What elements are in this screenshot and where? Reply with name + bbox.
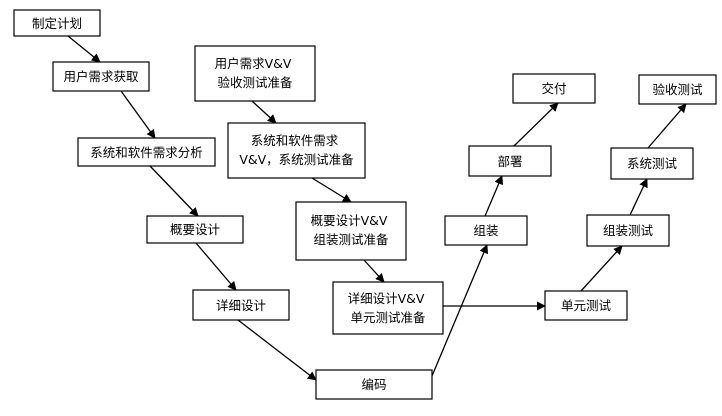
arrow-analysis-to-prelim bbox=[149, 165, 199, 217]
node-preliminary-design-vv: 概要设计V&V 组装测试准备 bbox=[295, 201, 407, 261]
node-detailed-design-vv: 详细设计V&V 单元测试准备 bbox=[332, 281, 444, 335]
node-coding-label: 编码 bbox=[361, 377, 386, 392]
node-acceptance-test: 验收测试 bbox=[638, 74, 717, 105]
arrow-sysvv-to-prelimvv bbox=[311, 177, 352, 203]
node-user-requirements-vv-label: 用户需求V&V 验收测试准备 bbox=[215, 56, 296, 90]
node-system-test: 系统测试 bbox=[610, 147, 694, 180]
node-acceptance-test-label: 验收测试 bbox=[652, 82, 703, 97]
node-system-software-analysis: 系统和软件需求分析 bbox=[77, 137, 216, 167]
arrow-prelimvv-to-detailvv bbox=[363, 259, 385, 283]
node-detailed-design-label: 详细设计 bbox=[216, 298, 266, 313]
node-user-requirements-label: 用户需求获取 bbox=[63, 69, 139, 84]
node-system-test-label: 系统测试 bbox=[627, 156, 678, 171]
node-integration-test-label: 组装测试 bbox=[603, 223, 654, 238]
arrow-deploy-to-delivery bbox=[513, 102, 559, 147]
node-delivery-label: 交付 bbox=[541, 81, 566, 96]
node-assembly-label: 组装 bbox=[473, 223, 498, 238]
node-preliminary-design-vv-label: 概要设计V&V 组装测试准备 bbox=[311, 213, 392, 247]
arrow-assembly-to-deploy bbox=[484, 175, 503, 217]
node-assembly: 组装 bbox=[444, 215, 528, 246]
node-system-software-requirements-vv-label: 系统和软件需求 V&V，系统测试准备 bbox=[239, 133, 354, 167]
node-preliminary-design-label: 概要设计 bbox=[170, 222, 220, 237]
arrow-prelim-to-detail bbox=[195, 242, 237, 291]
arrow-unit-to-integration bbox=[580, 245, 623, 292]
node-user-requirements: 用户需求获取 bbox=[52, 61, 150, 92]
node-deploy-label: 部署 bbox=[497, 154, 522, 169]
connectors bbox=[67, 35, 687, 381]
node-plan: 制定计划 bbox=[13, 9, 101, 37]
node-detailed-design: 详细设计 bbox=[192, 289, 290, 321]
node-detailed-design-vv-label: 详细设计V&V 单元测试准备 bbox=[348, 291, 429, 325]
node-deploy: 部署 bbox=[468, 145, 552, 177]
node-coding: 编码 bbox=[315, 369, 433, 400]
node-unit-test: 单元测试 bbox=[544, 290, 628, 321]
node-plan-label: 制定计划 bbox=[32, 16, 82, 31]
arrow-coding-to-assembly bbox=[431, 244, 489, 377]
arrow-plan-to-user-req bbox=[67, 35, 101, 63]
arrow-detail-to-coding bbox=[237, 319, 317, 381]
arrow-integration-to-system bbox=[629, 178, 648, 216]
arrow-user-req-to-analysis bbox=[120, 90, 156, 139]
node-preliminary-design: 概要设计 bbox=[146, 215, 244, 244]
node-user-requirements-vv: 用户需求V&V 验收测试准备 bbox=[194, 45, 316, 102]
arrow-system-to-acceptance bbox=[647, 103, 687, 149]
node-delivery: 交付 bbox=[512, 73, 596, 104]
node-integration-test: 组装测试 bbox=[586, 214, 670, 247]
arrow-uservv-to-sysvv bbox=[251, 100, 277, 124]
node-system-software-requirements-vv: 系统和软件需求 V&V，系统测试准备 bbox=[227, 122, 366, 179]
node-system-software-analysis-label: 系统和软件需求分析 bbox=[90, 145, 203, 160]
node-unit-test-label: 单元测试 bbox=[561, 298, 612, 313]
